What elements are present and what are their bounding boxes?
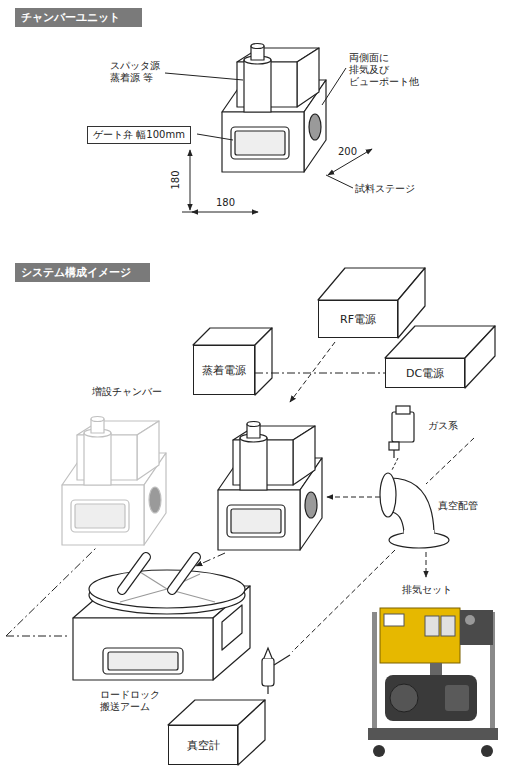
dashed-links xyxy=(6,342,474,652)
vacuum-pipe xyxy=(390,478,434,532)
box-faces xyxy=(465,326,495,388)
dimension-lines xyxy=(190,150,191,210)
dimension-lines xyxy=(192,212,258,213)
part-label: 両側面に 排気及び ビューポート他 xyxy=(349,52,419,88)
pump-set xyxy=(368,608,498,757)
dashed-links xyxy=(6,636,70,637)
lid-handles xyxy=(122,557,146,590)
node-text: 真空計 xyxy=(187,738,220,753)
part-label: スパッタ源 蒸着源 等 xyxy=(110,60,160,84)
pump-set xyxy=(390,684,418,712)
part-label: 増設チャンバー xyxy=(92,386,162,398)
leader-lines xyxy=(322,68,346,105)
node-text: 蒸着電源 xyxy=(202,363,246,378)
pump-set xyxy=(372,612,377,740)
load-lock xyxy=(73,618,213,680)
node-text: ゲート弁 幅100mm xyxy=(93,128,185,142)
box-faces xyxy=(255,328,272,395)
vacuum-gauge xyxy=(262,658,274,686)
chamber-unit xyxy=(222,44,326,173)
dashed-links xyxy=(6,548,96,636)
lid-handles xyxy=(172,557,196,590)
leader-lines xyxy=(326,175,353,188)
pump-set xyxy=(441,616,455,636)
leader-lines xyxy=(197,134,233,140)
dashed-links xyxy=(196,553,225,566)
part-label: 真空配管 xyxy=(438,500,478,512)
pump-set xyxy=(368,728,498,740)
gauge-box: 真空計 xyxy=(168,725,238,765)
dimension-lines xyxy=(182,149,372,212)
load-lock xyxy=(103,648,183,674)
callout-box: ゲート弁 幅100mm xyxy=(87,126,191,144)
dashed-links xyxy=(327,497,380,498)
lid-handles xyxy=(122,557,196,590)
pump-set xyxy=(481,745,493,757)
added-chamber xyxy=(62,417,166,546)
pump-set xyxy=(445,685,469,711)
lid-handles xyxy=(122,557,146,590)
box-faces xyxy=(238,700,265,765)
dimension: 180 xyxy=(216,197,235,209)
vacuum-pipe xyxy=(380,473,396,517)
box-faces xyxy=(168,268,495,765)
power-box: DC電源 xyxy=(385,358,465,388)
pump-set xyxy=(430,663,442,675)
dashed-links xyxy=(426,552,427,577)
pump-set xyxy=(373,745,385,757)
vacuum-gauge xyxy=(274,655,290,665)
load-lock xyxy=(108,652,178,670)
pump-set xyxy=(465,615,475,625)
gas-unit xyxy=(389,406,414,458)
gas-unit xyxy=(396,406,410,414)
node-text: システム構成イメージ xyxy=(21,265,131,280)
vacuum-gauge xyxy=(267,686,268,694)
section-header: チャンバーユニット xyxy=(15,8,142,27)
part-label: ロードロック 搬送アーム xyxy=(100,689,160,713)
gas-unit xyxy=(392,412,414,442)
leader-lines xyxy=(165,68,353,188)
dashed-links xyxy=(292,550,395,652)
gas-unit xyxy=(389,442,399,450)
load-lock xyxy=(73,570,250,680)
part-label: 排気セット xyxy=(402,584,452,596)
pump-set xyxy=(385,675,477,721)
main-chamber xyxy=(218,422,322,551)
load-lock xyxy=(222,605,242,650)
lid-handles xyxy=(172,557,196,590)
node-text: RF電源 xyxy=(340,312,376,327)
pump-set xyxy=(384,614,404,626)
dashed-links xyxy=(426,438,474,484)
dashed-links xyxy=(392,458,398,470)
leader-lines xyxy=(165,73,243,80)
vacuum-pipe xyxy=(404,530,434,538)
power-box: RF電源 xyxy=(318,300,398,338)
pump-set xyxy=(425,616,439,636)
power-box: 蒸着電源 xyxy=(193,345,255,395)
part-label: ガス系 xyxy=(428,420,458,432)
dimension: 180 xyxy=(170,170,182,189)
dashed-links xyxy=(290,342,335,402)
pump-set xyxy=(460,610,493,645)
part-label: 試料ステージ xyxy=(355,183,415,195)
section-header: システム構成イメージ xyxy=(15,263,150,282)
dimension-lines xyxy=(182,212,196,213)
vacuum-gauge xyxy=(262,648,290,694)
load-lock xyxy=(89,570,245,608)
connector-line xyxy=(255,373,385,374)
node-text: DC電源 xyxy=(406,366,444,381)
pump-set xyxy=(380,608,460,663)
dimension: 200 xyxy=(338,146,357,158)
vacuum-gauge xyxy=(264,648,272,658)
gas-unit xyxy=(393,450,394,458)
node-text: チャンバーユニット xyxy=(21,10,120,25)
load-lock xyxy=(140,572,167,589)
